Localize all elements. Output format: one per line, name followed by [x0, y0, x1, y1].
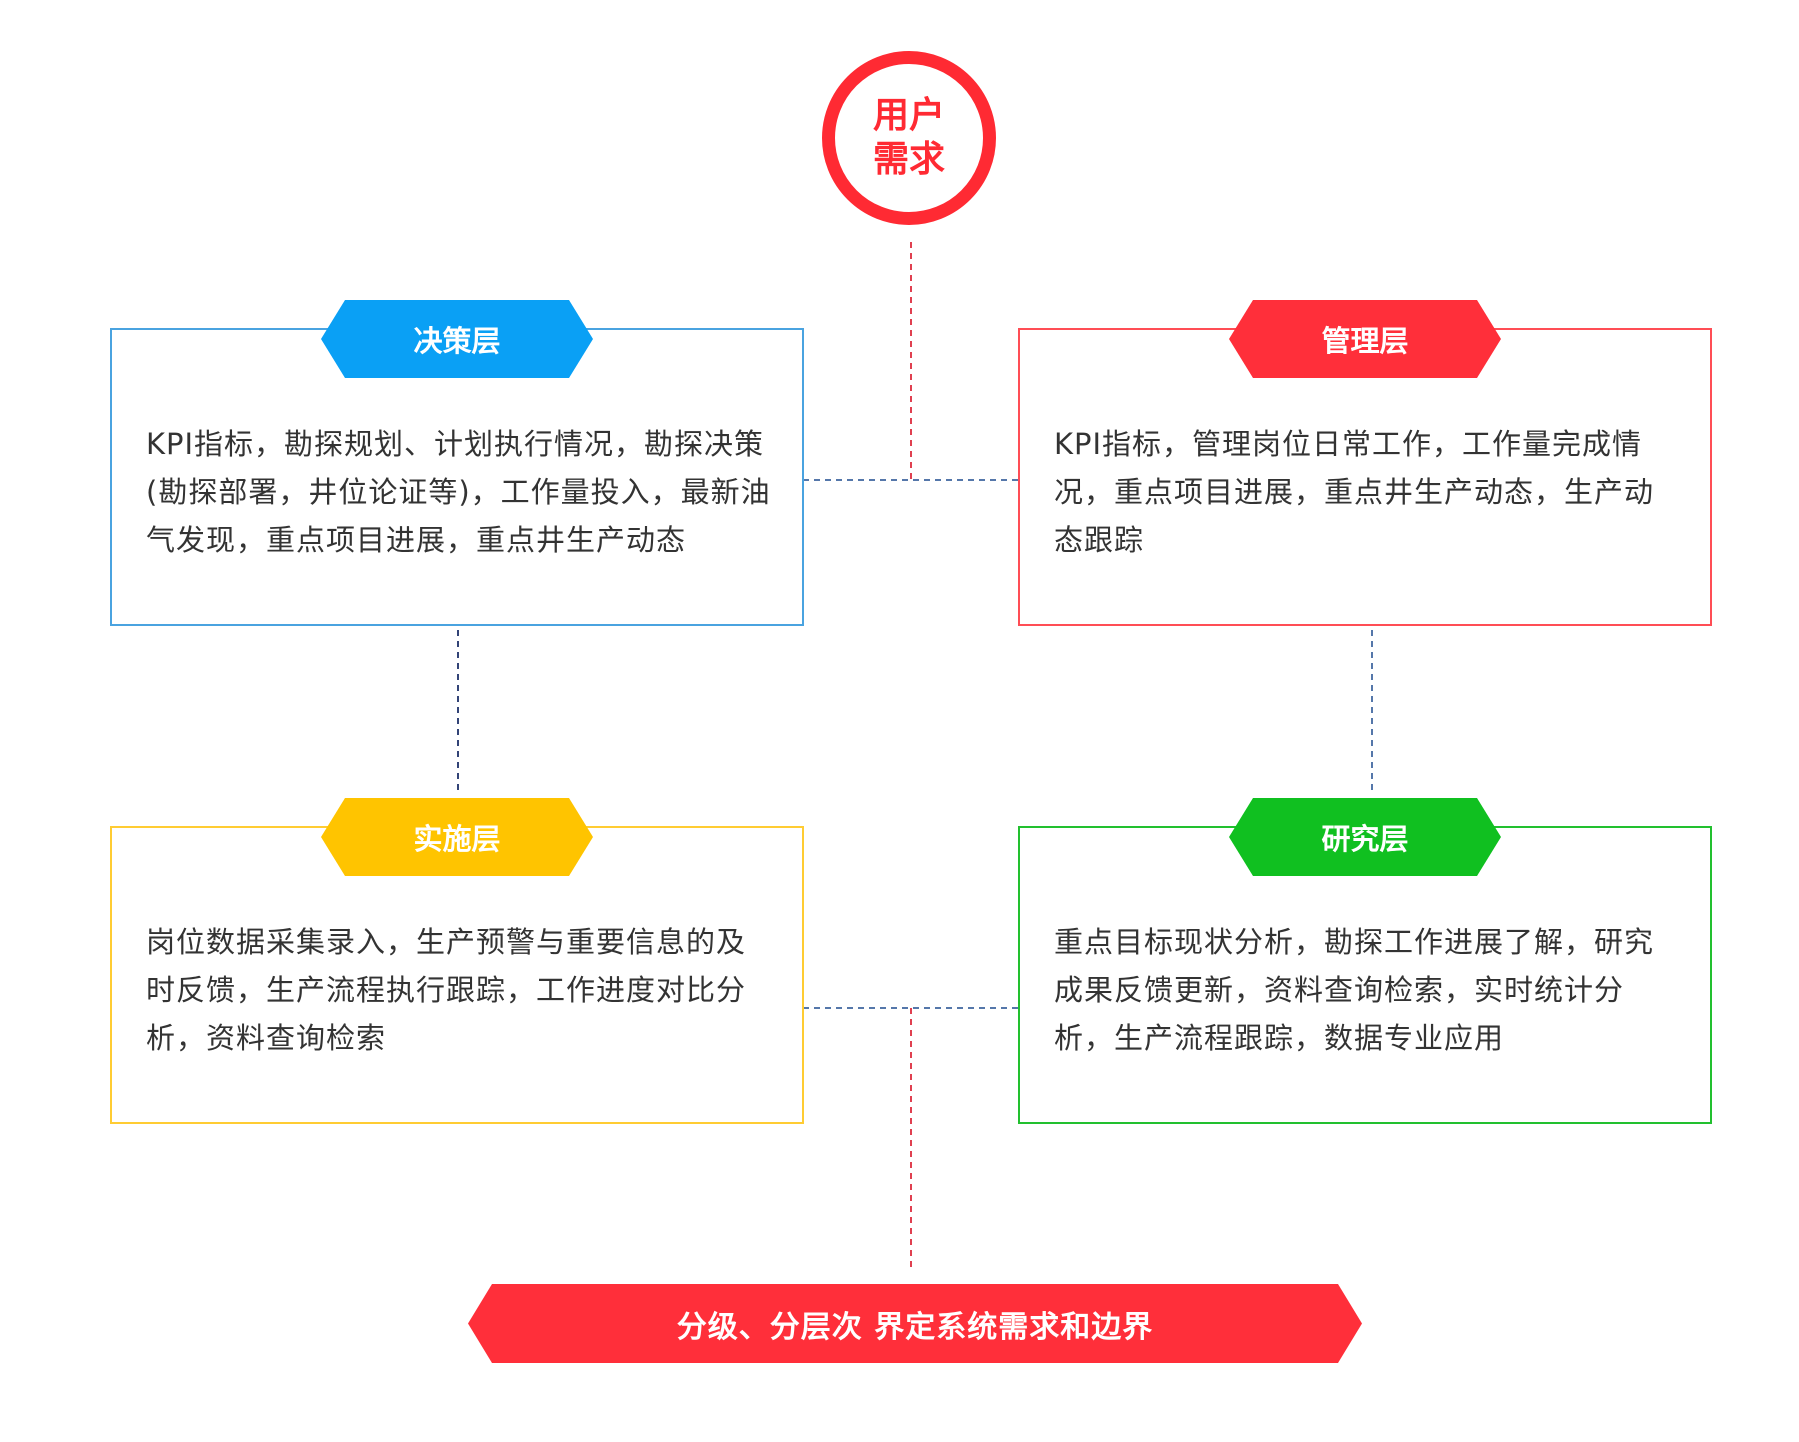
- management-layer-title: 管理层: [1321, 324, 1409, 358]
- management-layer-text: KPI指标，管理岗位日常工作，工作量完成情况，重点项目进展，重点井生产动态，生产…: [1054, 427, 1655, 557]
- decision-layer-box: KPI指标，勘探规划、计划执行情况，勘探决策(勘探部署，井位论证等)，工作量投入…: [110, 328, 804, 626]
- user-requirement-label: 用户需求: [872, 95, 945, 180]
- decision-layer-title: 决策层: [413, 324, 501, 358]
- research-layer-tag: 研究层: [1229, 798, 1501, 876]
- implementation-layer-text: 岗位数据采集录入，生产预警与重要信息的及时反馈，生产流程执行跟踪，工作进度对比分…: [146, 925, 747, 1055]
- management-layer-tag: 管理层: [1229, 300, 1501, 378]
- decision-layer-text: KPI指标，勘探规划、计划执行情况，勘探决策(勘探部署，井位论证等)，工作量投入…: [146, 427, 771, 557]
- research-layer-title: 研究层: [1321, 822, 1409, 856]
- summary-banner: 分级、分层次 界定系统需求和边界: [468, 1284, 1362, 1363]
- decision-layer-tag: 决策层: [321, 300, 593, 378]
- user-requirement-node: 用户需求: [822, 51, 996, 225]
- implementation-layer-title: 实施层: [413, 822, 501, 856]
- implementation-layer-tag: 实施层: [321, 798, 593, 876]
- summary-banner-label: 分级、分层次 界定系统需求和边界: [676, 1309, 1154, 1345]
- implementation-layer-box: 岗位数据采集录入，生产预警与重要信息的及时反馈，生产流程执行跟踪，工作进度对比分…: [110, 826, 804, 1124]
- research-layer-text: 重点目标现状分析，勘探工作进展了解，研究成果反馈更新，资料查询检索，实时统计分析…: [1054, 925, 1655, 1055]
